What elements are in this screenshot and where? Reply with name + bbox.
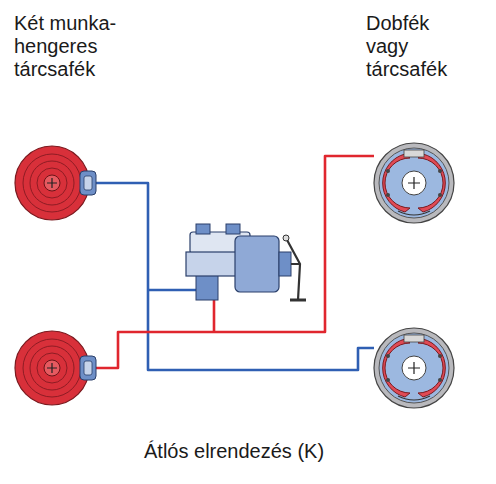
illustration-part xyxy=(96,156,374,368)
illustration-part xyxy=(235,236,279,292)
part-label: Dobfék vagy tárcsafék xyxy=(366,12,466,81)
illustration-part xyxy=(374,143,454,223)
illustration-part xyxy=(196,274,218,300)
caption: Átlós elrendezés (K) xyxy=(144,440,324,463)
illustration-part xyxy=(290,299,306,302)
illustration-part xyxy=(286,238,300,300)
illustration-part xyxy=(283,235,289,241)
illustration-part xyxy=(96,183,374,370)
illustration-part xyxy=(279,252,291,276)
part-label: Két munka- hengeres tárcsafék xyxy=(14,12,130,81)
disc-brake xyxy=(15,331,96,405)
drum-brake xyxy=(374,143,454,223)
illustration-part xyxy=(196,224,210,234)
illustration-part xyxy=(374,328,454,408)
illustration-part xyxy=(15,331,96,405)
brake-lines xyxy=(96,156,374,370)
illustration-part xyxy=(226,224,240,234)
disc-brake xyxy=(15,146,96,220)
illustration-part xyxy=(15,146,96,220)
drum-brake xyxy=(374,328,454,408)
master-cylinder xyxy=(186,224,306,300)
illustration-part xyxy=(213,300,216,332)
